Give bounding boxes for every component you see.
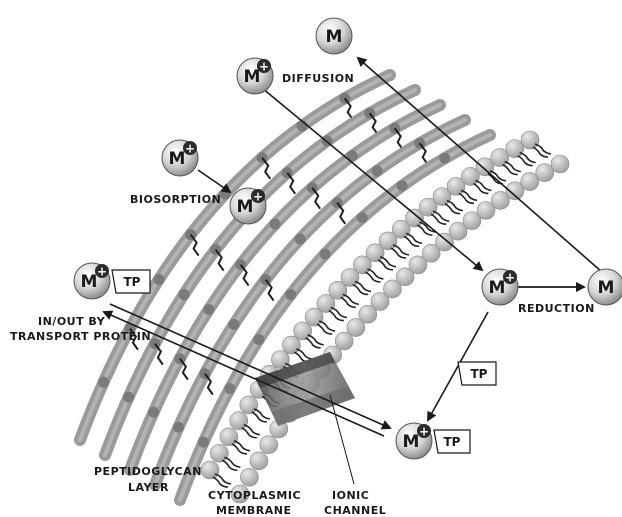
label-reduction: REDUCTION (518, 302, 595, 315)
svg-text:+: + (185, 142, 195, 156)
ion-letter: M (489, 278, 506, 298)
label-biosorption: BIOSORPTION (130, 193, 221, 206)
svg-text:+: + (97, 265, 107, 279)
metal-ion-biosorbed: M + (230, 188, 266, 224)
metal-ion-transport-protein-complex: M + TP (396, 423, 470, 459)
metal-ion-biosorption-source: M + (162, 140, 198, 176)
ion-letter: M (81, 272, 98, 292)
tp-label: TP (444, 435, 461, 449)
metal-ion-transport-protein-outside: M + TP (74, 263, 150, 299)
label-transport-line2: TRANSPORT PROTEIN (10, 330, 151, 343)
tp-label: TP (471, 367, 488, 381)
svg-text:+: + (505, 271, 515, 285)
ion-letter: M (403, 432, 420, 452)
label-transport-line1: IN/OUT BY (38, 315, 106, 328)
label-cytoplasmic-line1: CYTOPLASMIC (208, 489, 301, 502)
cytoplasmic-membrane-lipids (201, 131, 569, 503)
ionic-channel (255, 352, 355, 426)
metal-ion-reduced-top: M (316, 18, 352, 54)
biosorption-arrow (198, 170, 230, 192)
transport-protein-tag-free: TP (458, 362, 496, 385)
label-ionic-line2: CHANNEL (324, 504, 386, 517)
label-cytoplasmic-line2: MEMBRANE (216, 504, 292, 517)
svg-text:+: + (259, 60, 269, 74)
ion-letter: M (169, 149, 186, 169)
svg-text:+: + (253, 190, 263, 204)
ion-letter: M (237, 197, 254, 217)
label-peptidoglycan-line1: PEPTIDOGLYCAN (94, 465, 202, 478)
label-peptidoglycan-line2: LAYER (128, 481, 169, 494)
metal-ion-inside: M + (482, 269, 518, 305)
metal-ion-reduced-right: M (588, 269, 622, 305)
label-diffusion: DIFFUSION (282, 72, 354, 85)
ion-letter: M (244, 67, 261, 87)
svg-text:+: + (419, 425, 429, 439)
channel-pointer (330, 395, 354, 484)
metal-ion-diffusion: M + (237, 58, 273, 94)
label-ionic-line1: IONIC (332, 489, 369, 502)
ion-letter: M (598, 278, 615, 298)
ion-letter: M (326, 27, 343, 47)
tp-label: TP (124, 275, 141, 289)
